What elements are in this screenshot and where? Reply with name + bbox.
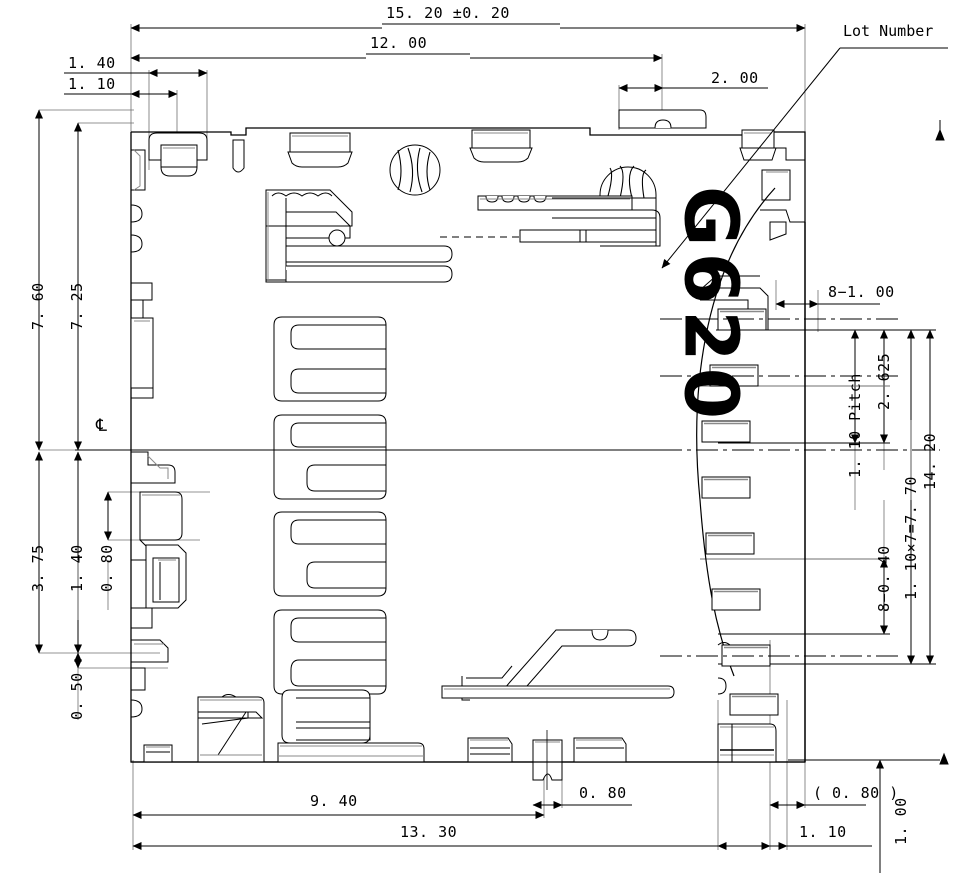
- dim-pin-width-8x100: 8−1. 00: [828, 283, 895, 301]
- dim-height-725: 7. 25: [68, 282, 86, 330]
- dim-tab-offset-140: 1. 40: [68, 54, 116, 72]
- dim-tab-offset-110: 1. 10: [68, 75, 116, 93]
- lot-number-label: Lot Number: [843, 22, 934, 40]
- dim-depth-940: 9. 40: [310, 792, 358, 810]
- dim-depth-1330: 13. 30: [400, 823, 458, 841]
- part-marking-g620: G620: [667, 185, 754, 426]
- dim-pitch-110: 1. 10 Pitch: [846, 373, 864, 478]
- dim-offset-110: 1. 10: [799, 823, 847, 841]
- centerline-symbol: ℄: [96, 416, 108, 436]
- dim-pin-thickness-8x040: 8−0. 40: [875, 545, 893, 612]
- dim-overall-height-1420: 14. 20: [921, 432, 939, 490]
- dim-ref-080: ( 0. 80 ): [813, 784, 899, 802]
- dim-height-140: 1. 40: [68, 544, 86, 592]
- dim-overall-width: 15. 20 ±0. 20: [386, 4, 510, 22]
- dim-body-width: 12. 00: [370, 34, 428, 52]
- dim-notch-offset-200: 2. 00: [711, 69, 759, 87]
- dim-height-080: 0. 80: [98, 544, 116, 592]
- dim-pin-width-080: 0. 80: [579, 784, 627, 802]
- dim-height-375: 3. 75: [29, 544, 47, 592]
- dim-pin-span-7x110: 1. 10×7=7. 70: [902, 476, 920, 600]
- dim-height-050: 0. 50: [68, 672, 86, 720]
- dim-thickness-100: 1. 00: [892, 797, 910, 845]
- dim-first-pin-2625: 2. 625: [875, 352, 893, 410]
- dim-height-760: 7. 60: [29, 282, 47, 330]
